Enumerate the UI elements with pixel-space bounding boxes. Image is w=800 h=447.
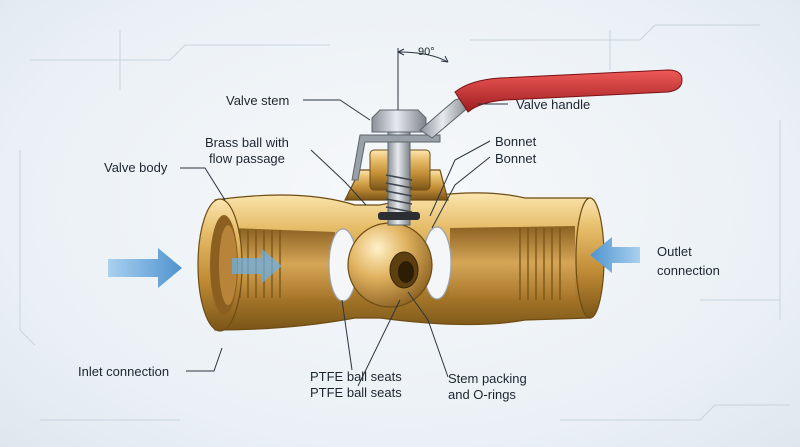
rotation-angle-label: 90° [418,46,435,58]
outlet-label-line2: connection [657,263,720,278]
leader-lines [180,99,508,387]
bonnet-label-1: Bonnet [495,134,537,149]
valve-stem-label: Valve stem [226,93,290,108]
background-grid-lines [19,24,790,421]
ptfe-ball-seats [328,226,452,302]
inlet-flow-arrow-icon [108,248,182,288]
valve-handle [419,69,683,139]
brass-ball [347,222,433,308]
inlet-connection-label: Inlet connection [78,364,170,379]
valve-stem [351,109,441,226]
rotation-arc-icon [397,48,449,110]
brass-ball-label-line2: flow passage [209,151,285,166]
outlet-flow-arrow-icon [590,237,640,273]
valve-body [197,169,605,332]
internal-flow-arrow-icon [232,249,282,283]
outlet-label-line1: Outlet [657,244,692,259]
stem-packing-label-line1: Stem packing [448,371,527,386]
valve-handle-label: Valve handle [516,97,591,112]
stem-packing-label-line2: and O-rings [448,387,516,402]
ptfe-seats-label-2: PTFE ball seats [310,385,402,400]
valve-body-label: Valve body [104,160,168,175]
brass-ball-label-line1: Brass ball with [205,135,289,150]
ptfe-seats-label-1: PTFE ball seats [310,369,402,384]
bonnet-label-2: Bonnet [495,151,537,166]
